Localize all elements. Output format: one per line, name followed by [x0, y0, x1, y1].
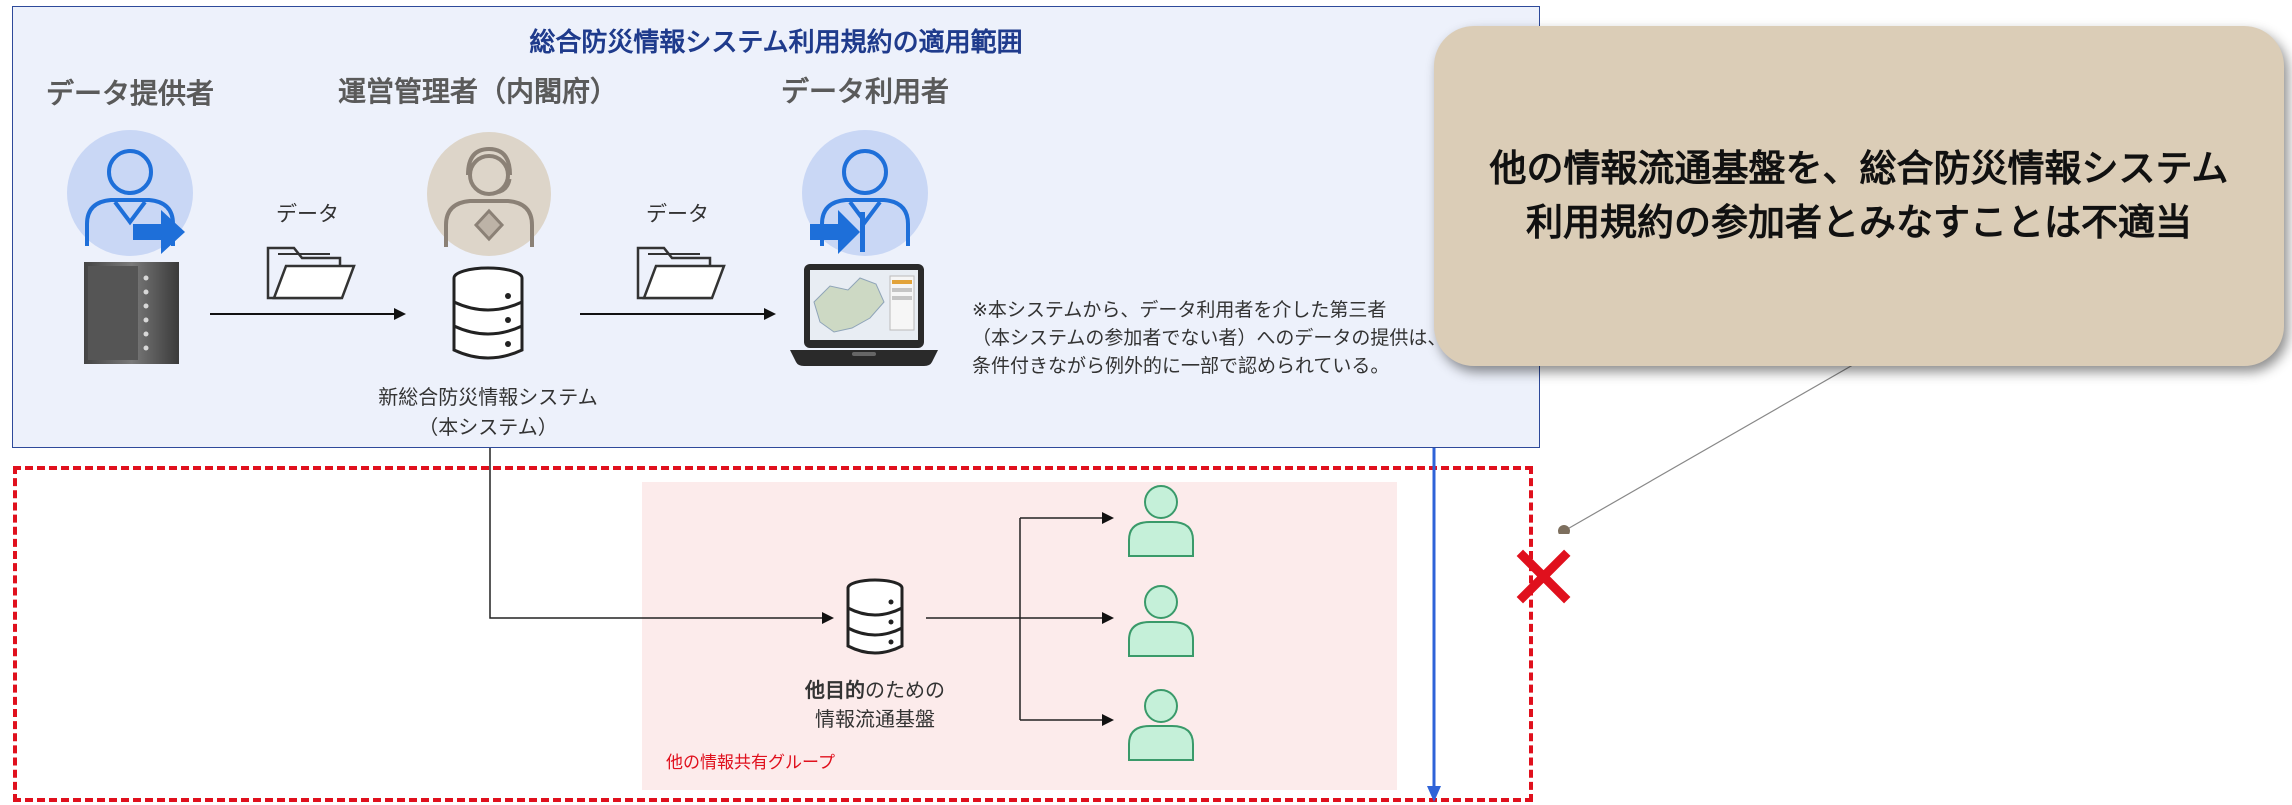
other-info-base-label: 他目的のための 情報流通基盤: [780, 676, 970, 734]
other-user-icon-1: [1128, 485, 1194, 557]
other-user-icon-3: [1128, 689, 1194, 761]
role-data-provider: データ提供者: [45, 77, 214, 110]
system-to-user-arrow: [580, 308, 776, 320]
provider-user-icon: [67, 130, 193, 256]
server-icon: [84, 262, 179, 364]
data-user-icon: [802, 130, 928, 256]
callout-text: 他の情報流通基盤を、総合防災情報システム 利用規約の参加者とみなすことは不適当: [1490, 142, 2229, 250]
note-line-2: （本システムの参加者でない者）へのデータの提供は、: [972, 327, 1447, 349]
diagram-title: 総合防災情報システム利用規約の適用範囲: [529, 28, 1023, 58]
laptop-map-icon: [790, 264, 938, 366]
callout-pointer-line: [1558, 361, 1859, 534]
blue-down-arrow: [1427, 448, 1441, 802]
other-base-database-icon: [846, 578, 904, 655]
role-operator: 運営管理者（内閣府）: [337, 75, 618, 108]
system-name: 新総合防災情報システム （本システム）: [330, 382, 646, 442]
third-party-note: ※本システムから、データ利用者を介した第三者 （本システムの参加者でない者）への…: [972, 296, 1446, 380]
flow-label-data-1: データ: [276, 202, 339, 226]
system-name-line2: （本システム）: [418, 415, 558, 439]
provider-to-system-arrow: [210, 308, 406, 320]
note-line-3: 条件付きながら例外的に一部で認められている。: [972, 355, 1390, 377]
other-group-label: 他の情報共有グループ: [666, 753, 835, 773]
other-base-line-2: 情報流通基盤: [815, 707, 935, 731]
role-data-user: データ利用者: [780, 75, 949, 108]
operator-icon: [427, 132, 551, 256]
folder-icon-2: [636, 246, 726, 300]
other-base-line-1: 他目的のための: [780, 676, 970, 705]
callout-box: 他の情報流通基盤を、総合防災情報システム 利用規約の参加者とみなすことは不適当: [1434, 26, 2284, 366]
flow-label-data-2: データ: [646, 202, 709, 226]
cross-mark-icon: ✕: [1505, 525, 1583, 632]
other-user-icon-2: [1128, 585, 1194, 657]
terms-scope-box: [12, 6, 1540, 448]
callout-line-1: 他の情報流通基盤を、総合防災情報システム: [1489, 147, 2229, 190]
other-base-bold: 他目的: [805, 678, 865, 702]
system-name-line1: 新総合防災情報システム: [378, 385, 598, 409]
branch-arrows: [926, 512, 1114, 726]
system-to-other-base-connector: [489, 448, 834, 624]
system-database-icon: [452, 266, 524, 360]
other-base-rest: のための: [865, 678, 945, 702]
excluded-region: [13, 466, 1533, 802]
folder-icon-1: [266, 246, 356, 300]
callout-line-2: 利用規約の参加者とみなすことは不適当: [1525, 201, 2192, 244]
note-line-1: ※本システムから、データ利用者を介した第三者: [972, 299, 1387, 321]
